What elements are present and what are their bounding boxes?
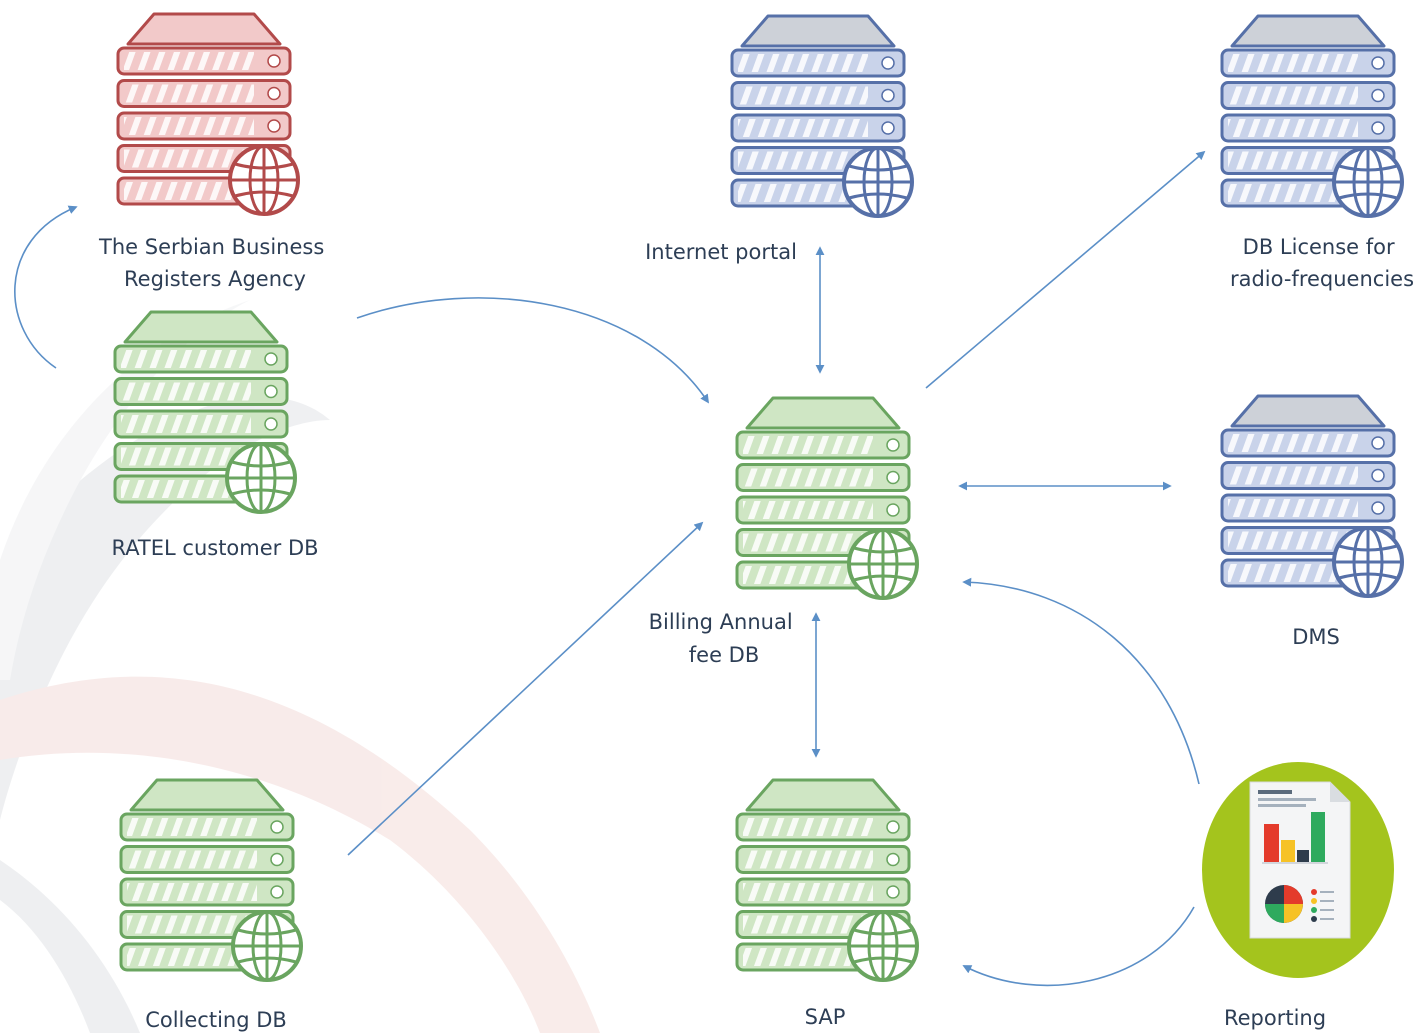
internet-portal-label: Internet portal bbox=[645, 240, 797, 264]
arrow-reporting-to-sap bbox=[962, 906, 1195, 987]
serbian-business-label-line-2: Registers Agency bbox=[124, 267, 306, 291]
billing-label-line-1: Billing Annual bbox=[649, 610, 793, 634]
globe-icon bbox=[847, 528, 919, 600]
labels: The Serbian Business Registers Agency RA… bbox=[98, 235, 1414, 1032]
globe-icon bbox=[847, 910, 919, 982]
arrow-ratel-customer-to-billing bbox=[356, 297, 709, 404]
internet-portal-server-icon bbox=[730, 14, 914, 218]
arrow-collecting-to-billing bbox=[347, 521, 704, 856]
arrow-ratel-customer-to-serbian-business bbox=[14, 205, 78, 369]
dms-label: DMS bbox=[1292, 625, 1340, 649]
reporting-node bbox=[1202, 762, 1394, 978]
serbian-business-server-icon bbox=[116, 12, 300, 216]
connections bbox=[14, 150, 1206, 987]
sap-label: SAP bbox=[805, 1005, 846, 1029]
collecting-server-icon bbox=[119, 778, 303, 982]
ratel-customer-label: RATEL customer DB bbox=[111, 536, 318, 560]
arrow-reporting-to-billing bbox=[962, 577, 1200, 785]
db-license-label-line-2: radio-frequencies bbox=[1230, 267, 1414, 291]
db-license-label-line-1: DB License for bbox=[1243, 235, 1395, 259]
serbian-business-label-line-1: The Serbian Business bbox=[98, 235, 324, 259]
globe-icon bbox=[1332, 526, 1404, 598]
dms-server-icon bbox=[1220, 394, 1404, 598]
nodes bbox=[113, 12, 1404, 982]
globe-icon bbox=[1332, 146, 1404, 218]
globe-icon bbox=[228, 144, 300, 216]
arrow-billing-to-db-license bbox=[925, 150, 1206, 389]
sap-server-icon bbox=[735, 778, 919, 982]
billing-label: Billing Annual fee DB bbox=[649, 610, 800, 667]
db-license-label: DB License for radio-frequencies bbox=[1230, 235, 1414, 291]
reporting-label: Reporting bbox=[1224, 1006, 1326, 1030]
ratel-customer-server-icon bbox=[113, 310, 297, 514]
db-license-server-icon bbox=[1220, 14, 1404, 218]
globe-icon bbox=[225, 442, 297, 514]
serbian-business-label: The Serbian Business Registers Agency bbox=[98, 235, 331, 291]
globe-icon bbox=[842, 146, 914, 218]
billing-server-icon bbox=[735, 396, 919, 600]
collecting-label: Collecting DB bbox=[145, 1008, 287, 1032]
globe-icon bbox=[231, 910, 303, 982]
report-document-icon bbox=[1249, 781, 1351, 939]
background-watermark bbox=[0, 300, 600, 1033]
billing-label-line-2: fee DB bbox=[689, 643, 760, 667]
